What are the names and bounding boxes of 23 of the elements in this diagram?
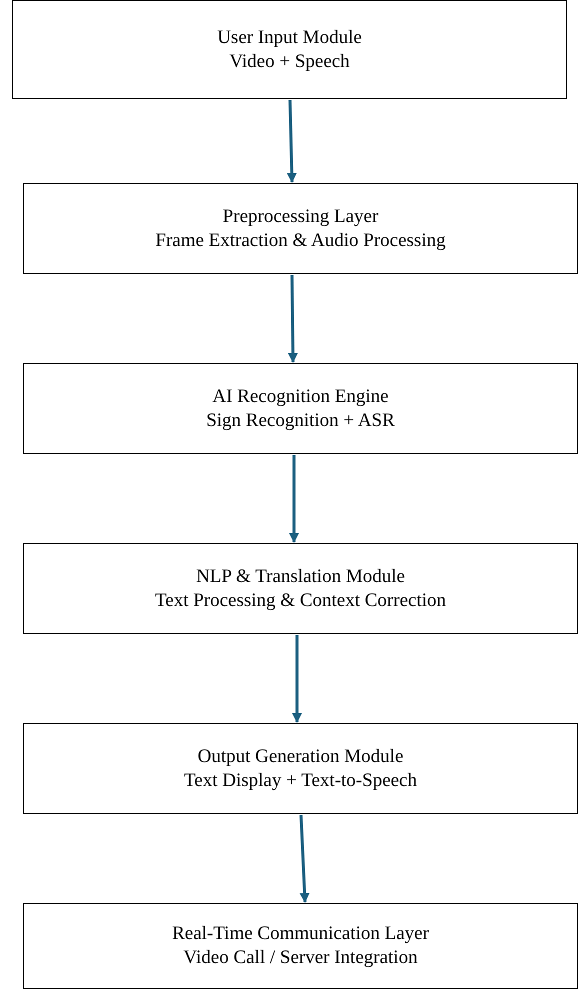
box-title: NLP & Translation Module	[196, 564, 405, 588]
process-box	[23, 183, 578, 274]
box-subtitle: Video + Speech	[229, 50, 350, 74]
box-subtitle: Sign Recognition + ASR	[206, 408, 395, 432]
arrow	[300, 814, 310, 903]
box-title: Real-Time Communication Layer	[172, 922, 429, 946]
process-box	[23, 363, 578, 454]
box-subtitle: Text Display + Text-to-Speech	[184, 768, 417, 792]
box-title: Preprocessing Layer	[222, 204, 378, 228]
arrow	[292, 635, 302, 723]
process-box	[12, 0, 567, 99]
process-box	[23, 723, 578, 814]
arrow	[286, 100, 297, 183]
process-box	[23, 903, 578, 989]
box-title: User Input Module	[217, 26, 362, 50]
arrow	[289, 455, 299, 543]
process-box	[23, 543, 578, 634]
box-subtitle: Video Call / Server Integration	[183, 946, 418, 970]
box-subtitle: Text Processing & Context Correction	[154, 588, 446, 612]
box-subtitle: Frame Extraction & Audio Processing	[155, 228, 446, 252]
arrow	[288, 274, 298, 363]
box-title: AI Recognition Engine	[212, 384, 389, 408]
box-title: Output Generation Module	[198, 744, 404, 768]
